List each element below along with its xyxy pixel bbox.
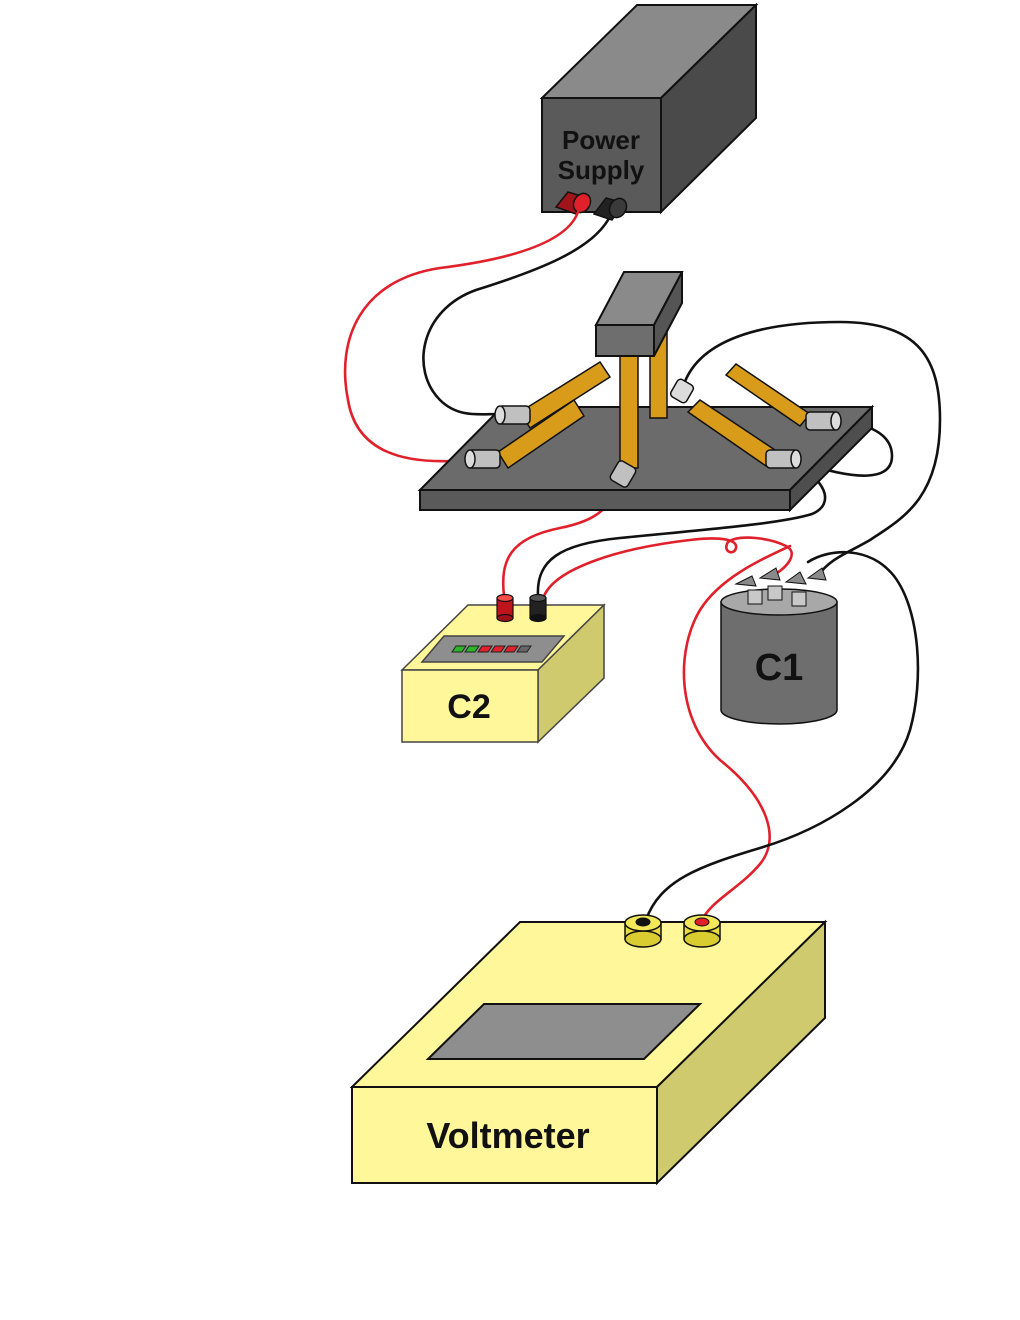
c2-black-terminal[interactable] (529, 593, 547, 623)
c2-indicator-lights (451, 645, 532, 653)
wires (343, 210, 942, 922)
electrode-post-front[interactable] (619, 339, 639, 469)
c2-device: C2 (400, 593, 606, 744)
voltmeter-black-terminal[interactable] (624, 914, 662, 948)
c2-front (401, 669, 539, 743)
c1-capacitor: C1 (720, 567, 838, 725)
wire-c1-voltmeter-black (644, 550, 920, 922)
clamp-center-back[interactable] (669, 378, 695, 404)
power-supply: Power Supply (539, 2, 759, 221)
clamp-center-front[interactable] (609, 459, 637, 488)
wire-c1-voltmeter-red (682, 544, 792, 922)
wire-power-red (343, 210, 580, 463)
voltmeter: Voltmeter (349, 914, 828, 1186)
electrode-board-assembly (417, 271, 875, 513)
clamp-right-front[interactable] (765, 449, 802, 469)
board-front (419, 489, 791, 511)
c1-clips[interactable] (734, 567, 827, 607)
power-supply-front (541, 97, 662, 213)
c2-label: C2 (447, 688, 490, 726)
c2-red-terminal[interactable] (496, 593, 514, 623)
clamp-left-back[interactable] (494, 405, 531, 425)
power-supply-label-line1: Power (562, 125, 640, 155)
electrode-left-front[interactable] (496, 398, 586, 470)
clamp-right-back[interactable] (805, 411, 842, 431)
power-supply-label-line2: Supply (558, 155, 645, 185)
wire-upper-right-loop (682, 320, 942, 578)
voltmeter-label: Voltmeter (426, 1115, 589, 1156)
beam-front (595, 324, 655, 357)
power-supply-black-terminal[interactable] (592, 195, 630, 221)
voltmeter-display (425, 1003, 703, 1060)
wire-power-black (422, 218, 610, 416)
c1-body (720, 601, 838, 725)
wire-c2-black (536, 460, 827, 598)
clamp-left-front[interactable] (464, 449, 501, 469)
voltmeter-front (351, 1086, 658, 1184)
c1-label: C1 (755, 647, 804, 689)
wire-c2-c1-red (542, 536, 793, 598)
voltmeter-red-terminal[interactable] (683, 914, 721, 948)
